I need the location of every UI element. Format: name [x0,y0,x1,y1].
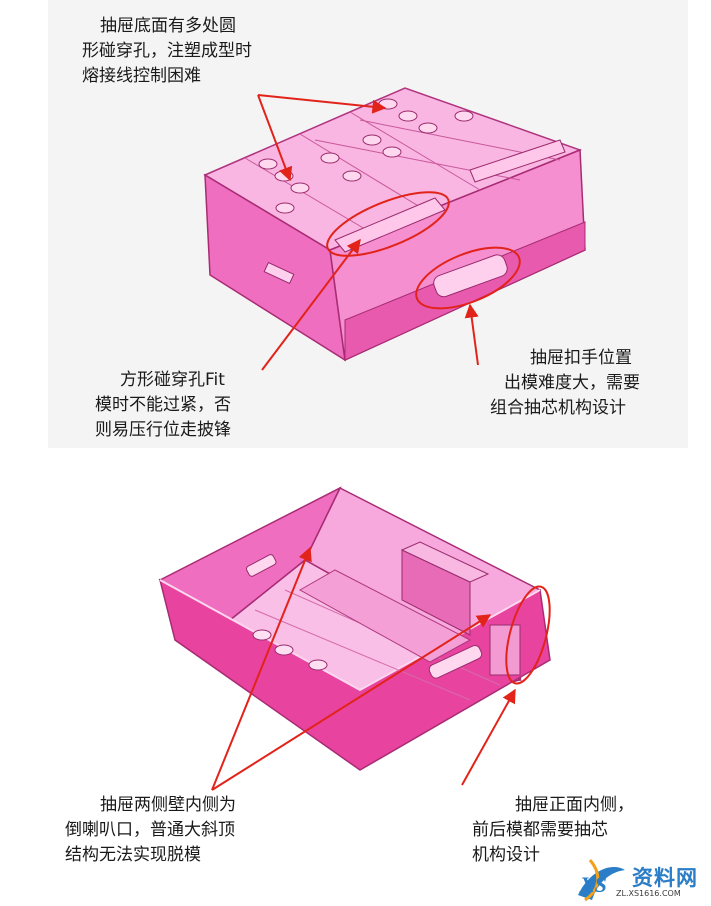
caption-line: 方形碰穿孔Fit [120,370,225,390]
caption-square-hole: 方形碰穿孔Fit 模时不能过紧，否 则易压行位走披锋 [95,368,231,443]
svg-text:XS: XS [579,872,607,897]
annotation-ellipse-square-hole [326,191,450,257]
bottom-drawer-illustration [158,486,551,771]
watermark-text: 资料网 [632,866,698,890]
caption-line: 出模难度大，需要 [504,373,640,393]
caption-front-inner: 抽屉正面内侧， 前后模都需要抽芯 机构设计 [472,793,634,868]
caption-line: 抽屉底面有多处圆 [100,16,236,36]
arrow-square-hole [261,238,361,371]
caption-line: 机构设计 [472,845,540,865]
arrow-round-hole-2 [257,94,387,114]
caption-side-walls: 抽屉两侧壁内侧为 倒喇叭口，普通大斜顶 结构无法实现脱模 [65,793,236,868]
annotation-ellipse-front-inner [505,585,551,685]
annotation-ellipse-handle [415,246,521,310]
caption-line: 抽屉两侧壁内侧为 [100,795,236,815]
drawer-front-lip [344,221,586,361]
watermark-url: ZL.XS1616.COM [616,889,681,898]
caption-line: 前后模都需要抽芯 [472,820,608,840]
caption-line: 倒喇叭口，普通大斜顶 [65,820,235,840]
arrow-side-wall-1 [211,546,312,791]
caption-line: 形碰穿孔，注塑成型时 [82,41,252,61]
arrow-round-hole-1 [257,94,293,182]
arrow-side-wall-2 [211,614,492,791]
caption-line: 抽屉扣手位置 [530,348,632,368]
arrow-front-inner [461,688,516,786]
caption-round-holes: 抽屉底面有多处圆 形碰穿孔，注塑成型时 熔接线控制困难 [82,14,252,89]
caption-line: 则易压行位走披锋 [95,420,231,440]
top-drawer-illustration [203,87,586,362]
caption-line: 熔接线控制困难 [82,66,201,86]
caption-line: 模时不能过紧，否 [95,395,231,415]
caption-handle: 抽屉扣手位置 出模难度大，需要 组合抽芯机构设计 [490,346,640,421]
watermark-logo-icon: XS [578,859,625,902]
arrow-handle [464,303,479,366]
caption-line: 组合抽芯机构设计 [490,398,626,418]
caption-line: 结构无法实现脱模 [65,845,201,865]
caption-line: 抽屉正面内侧， [515,795,634,815]
